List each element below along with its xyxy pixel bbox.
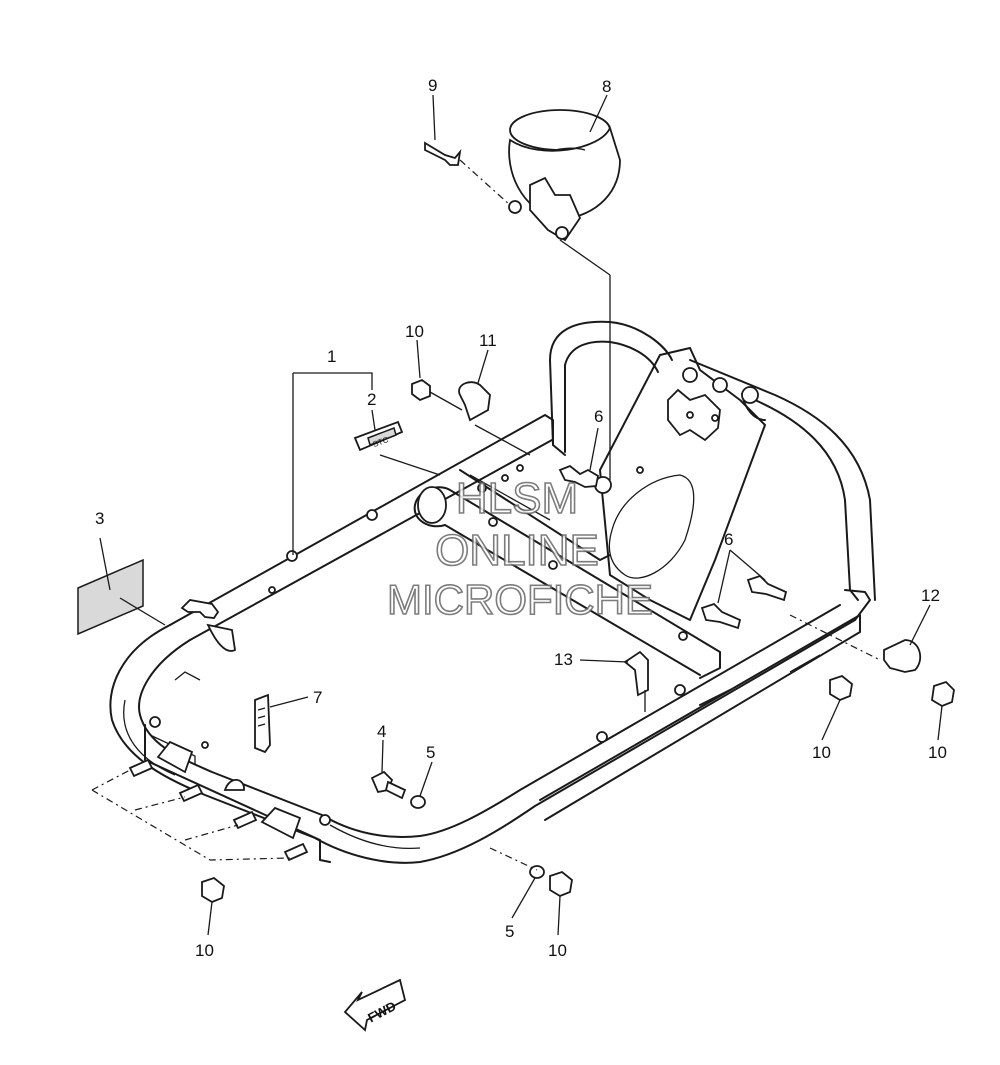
callout-2: 2 bbox=[367, 390, 376, 409]
pin bbox=[424, 141, 511, 206]
watermark-line-2: ONLINE bbox=[435, 526, 599, 575]
fasteners: FWD bbox=[91, 378, 955, 1032]
watermark: HLSM ONLINE MICROFICHE bbox=[386, 473, 654, 624]
cushion bbox=[508, 109, 621, 480]
label-plate bbox=[77, 537, 166, 636]
fwd-arrow-icon bbox=[343, 978, 407, 1032]
callout-8: 8 bbox=[602, 77, 611, 96]
emblem: STC bbox=[353, 420, 441, 476]
callout-1: 1 bbox=[327, 347, 336, 366]
callout-10d: 10 bbox=[195, 941, 214, 960]
clamp-right bbox=[789, 614, 922, 673]
watermark-line-1: HLSM bbox=[456, 474, 578, 523]
frame-assembly bbox=[109, 320, 876, 864]
clamp-center bbox=[623, 650, 649, 712]
callout-12: 12 bbox=[921, 586, 940, 605]
callout-10c: 10 bbox=[928, 743, 947, 762]
callouts: 1 2 3 4 5 5 6 6 7 8 9 10 10 10 10 10 11 … bbox=[95, 76, 947, 960]
callout-4: 4 bbox=[377, 722, 386, 741]
watermark-line-3: MICROFICHE bbox=[387, 576, 653, 623]
callout-10e: 10 bbox=[548, 941, 567, 960]
clamp-top bbox=[458, 381, 531, 456]
callout-9: 9 bbox=[428, 76, 437, 95]
callout-3: 3 bbox=[95, 509, 104, 528]
callout-13: 13 bbox=[554, 650, 573, 669]
callout-6b: 6 bbox=[724, 530, 733, 549]
callout-10b: 10 bbox=[812, 743, 831, 762]
callout-7: 7 bbox=[313, 688, 322, 707]
callout-10a: 10 bbox=[405, 322, 424, 341]
callout-5b: 5 bbox=[505, 922, 514, 941]
callout-11: 11 bbox=[479, 331, 497, 350]
callout-5a: 5 bbox=[426, 743, 435, 762]
leader-lines bbox=[207, 94, 943, 936]
callout-6a: 6 bbox=[594, 407, 603, 426]
cable-tie bbox=[254, 693, 271, 754]
